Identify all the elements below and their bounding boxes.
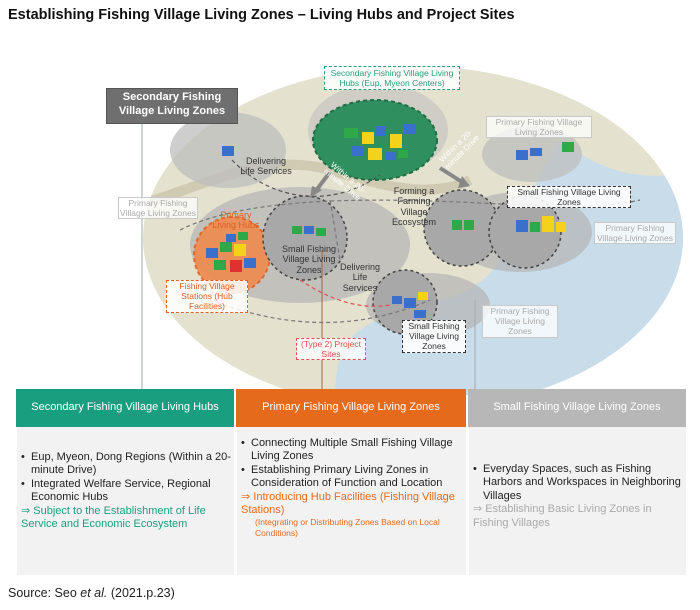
farming-ecosystem-label: Forming a Farming Village Ecosystem [391,186,436,228]
list-item: Connecting Multiple Small Fishing Villag… [241,437,466,464]
delivering-life-services-label: Delivering Life Services [339,262,381,293]
primary-zones-right-label: Primary Fishing Village Living Zones [594,222,676,245]
col-panel-secondary: Eup, Myeon, Dong Regions (Within a 20-mi… [16,427,234,575]
col-header-small: Small Fishing Village Living Zones [468,389,686,427]
building-cluster [452,216,566,232]
list-item: Everyday Spaces, such as Fishing Harbors… [473,463,686,503]
col-header-secondary: Secondary Fishing Village Living Hubs [16,389,234,427]
secondary-hub-label: Secondary Fishing Village Living Hubs (E… [324,66,460,91]
primary-zones-top-right-label: Primary Fishing Village Living Zones [486,116,592,139]
building-cluster [206,232,256,272]
small-zones-center-label: Small Fishing Village Living Zones [281,244,337,275]
project-sites-label: (Type 2) Project Sites [296,338,366,361]
page-title: Establishing Fishing Village Living Zone… [8,7,515,23]
small-zone-circle [262,195,348,281]
building-cluster [292,226,326,236]
route-line [329,199,341,261]
small-zones-right-label: Small Fishing Village Living Zones [507,186,631,209]
route-line [299,279,391,307]
secondary-zones-label: Secondary Fishing Village Living Zones [106,88,238,124]
route-line [231,159,381,197]
delivering-life-services-label: Delivering Life Services [240,156,292,177]
source-citation: Source: Seo et al. (2021.p.23) [8,586,175,600]
list-item: Integrated Welfare Service, Regional Eco… [21,478,234,505]
list-item: Establishing Primary Living Zones in Con… [241,464,466,491]
small-zones-bottom-label: Small Fishing Village Living Zones [402,320,466,353]
secondary-hub-area [312,99,438,181]
primary-living-hubs-label: Primary Living Hubs [212,210,260,231]
col-panel-primary: Connecting Multiple Small Fishing Villag… [236,427,466,575]
building-cluster [344,124,416,160]
primary-zones-left-label: Primary Fishing Village Living Zones [118,197,198,220]
fishing-stations-label: Fishing Village Stations (Hub Facilities… [166,280,248,313]
sub-note: (Integrating or Distributing Zones Based… [255,517,440,539]
primary-zones-lower-right-label: Primary Fishing Village Living Zones [482,305,558,338]
drive-arrow [438,166,464,184]
col-panel-small: Everyday Spaces, such as Fishing Harbors… [468,427,686,575]
arrow-note: ⇒ Subject to the Establishment of Life S… [21,504,206,531]
arrow-note: ⇒ Establishing Basic Living Zones in Fis… [473,503,652,529]
list-item: Eup, Myeon, Dong Regions (Within a 20-mi… [21,451,234,478]
arrow-note: ⇒ Introducing Hub Facilities (Fishing Vi… [241,490,455,517]
col-header-primary: Primary Fishing Village Living Zones [236,389,466,427]
building-cluster [222,142,574,160]
building-cluster [392,292,428,318]
